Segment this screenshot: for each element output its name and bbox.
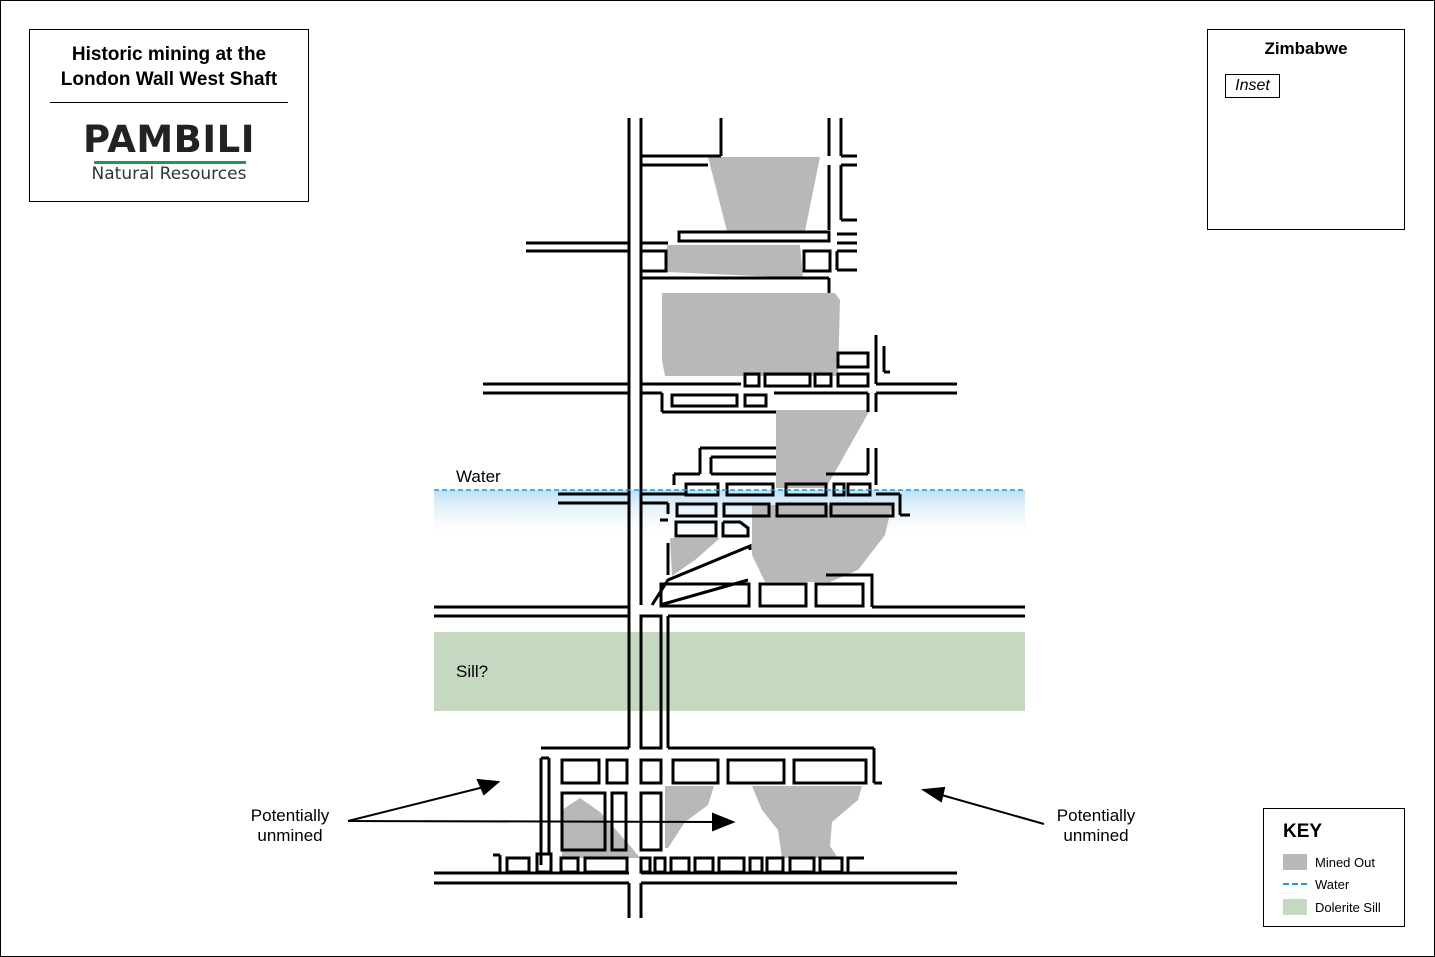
- key-item-label: Water: [1315, 876, 1350, 892]
- mined-stope: [670, 538, 720, 576]
- pambili-logo: PAMBILI: [83, 118, 255, 161]
- logo-subtitle: Natural Resources: [91, 164, 247, 184]
- mined-stope: [667, 245, 803, 278]
- inset-label: Inset: [1225, 74, 1280, 98]
- title-divider: [50, 102, 288, 103]
- mined-out-areas: [562, 157, 892, 858]
- unmined-label-left: Potentially unmined: [240, 806, 340, 846]
- title-line-1: Historic mining at the: [71, 44, 267, 65]
- unmined-left-line-1: Potentially: [250, 806, 330, 825]
- unmined-arrows: [347, 778, 1045, 832]
- key-item-water: Water: [1283, 875, 1349, 893]
- mined-stope: [665, 786, 714, 848]
- unmined-right-line-1: Potentially: [1056, 806, 1136, 825]
- mined-stope: [662, 293, 840, 376]
- key-item-dolerite-sill: Dolerite Sill: [1283, 898, 1381, 916]
- water-line-swatch: [1283, 883, 1307, 885]
- water-label: Water: [456, 467, 501, 486]
- key-title: KEY: [1283, 821, 1323, 842]
- key-item-mined-out: Mined Out: [1283, 853, 1375, 871]
- diagram-title: Historic mining at the London Wall West …: [30, 42, 308, 92]
- dolerite-sill: [434, 632, 1025, 711]
- mined-stope: [752, 505, 892, 582]
- arrow-head: [712, 812, 736, 832]
- inset-map: Zimbabwe: [1207, 29, 1405, 230]
- title-line-2: London Wall West Shaft: [60, 69, 278, 90]
- logo-underline: [94, 161, 246, 164]
- arrow-head: [921, 786, 946, 803]
- sill-label: Sill?: [456, 662, 489, 681]
- mined-stope: [752, 786, 862, 858]
- inset-map-title: Zimbabwe: [1264, 39, 1348, 58]
- unmined-left-line-2: unmined: [257, 826, 323, 845]
- mined-out-swatch: [1283, 854, 1307, 870]
- title-box: Historic mining at the London Wall West …: [29, 29, 309, 202]
- mined-stope: [562, 798, 640, 858]
- unmined-label-right: Potentially unmined: [1046, 806, 1146, 846]
- key-item-label: Mined Out: [1315, 854, 1375, 870]
- underground-workings: [434, 118, 1025, 918]
- key-item-label: Dolerite Sill: [1315, 899, 1381, 915]
- sill-swatch: [1283, 899, 1307, 915]
- key-legend: KEY Mined Out Water Dolerite Sill: [1263, 808, 1405, 927]
- mined-stope: [776, 410, 870, 488]
- unmined-right-line-2: unmined: [1063, 826, 1129, 845]
- mined-stope: [708, 157, 820, 231]
- arrow-head: [476, 778, 501, 796]
